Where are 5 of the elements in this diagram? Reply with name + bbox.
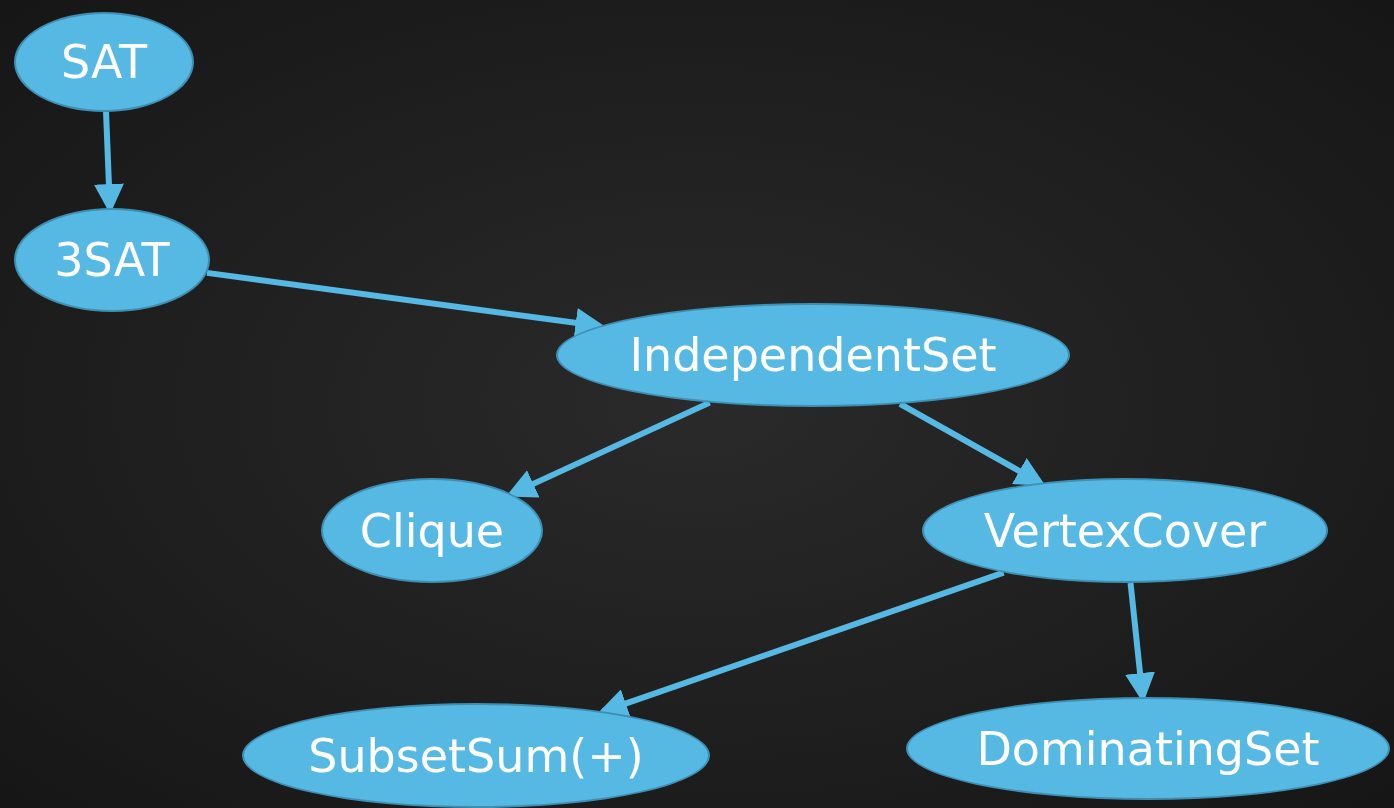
- arrow: [597, 569, 1005, 718]
- node-label: 3SAT: [54, 237, 170, 283]
- node-label: VertexCover: [983, 507, 1267, 554]
- node-label: SAT: [60, 39, 148, 85]
- node-label: SubsetSum(+): [308, 732, 644, 779]
